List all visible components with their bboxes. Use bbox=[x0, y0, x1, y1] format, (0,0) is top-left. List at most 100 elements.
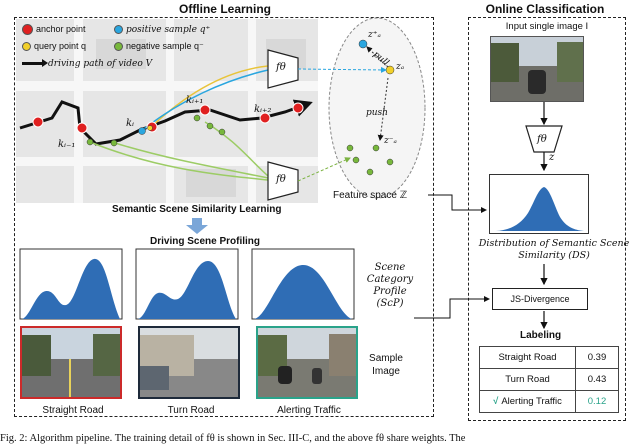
labeling-table: Straight Road 0.39 Turn Road 0.43 √Alert… bbox=[479, 346, 619, 413]
input-image-label: Input single image I bbox=[505, 21, 589, 32]
figure-caption: Fig. 2: Algorithm pipeline. The training… bbox=[0, 433, 466, 444]
z-label: z bbox=[549, 152, 555, 163]
sample-image-alerting bbox=[256, 326, 358, 399]
legend: anchor point positive sample q⁺ query po… bbox=[22, 24, 222, 84]
label-name-alerting: √Alerting Traffic bbox=[479, 390, 576, 413]
anchor-point bbox=[292, 102, 304, 114]
row-name: Alerting Traffic bbox=[501, 396, 562, 407]
encoder-top-label: fθ bbox=[276, 62, 286, 73]
legend-path-label: driving path of video V bbox=[48, 59, 153, 69]
encoder-bottom-output-line bbox=[297, 157, 351, 182]
table-row: Straight Road 0.39 bbox=[479, 346, 619, 369]
feature-space-to-ds-arrow bbox=[428, 194, 487, 213]
js-divergence-box: JS-Divergence bbox=[492, 288, 588, 310]
negative-sample-point bbox=[206, 122, 214, 130]
pull-arrow bbox=[366, 46, 389, 68]
row-name: Turn Road bbox=[505, 374, 550, 385]
legend-anchor-label: anchor point bbox=[36, 24, 86, 34]
category-label-alerting: Alerting Traffic bbox=[277, 405, 341, 416]
input-image bbox=[490, 36, 584, 102]
negative-sample-point bbox=[86, 138, 94, 146]
positive-sample-icon bbox=[114, 25, 123, 35]
offline-panel bbox=[14, 17, 434, 417]
profile-label: Scene Category Profile (ScP) bbox=[366, 262, 414, 309]
sample-image-label: Sample Image bbox=[369, 353, 403, 377]
negative-sample-point bbox=[193, 114, 201, 122]
legend-query: query point q bbox=[22, 41, 87, 52]
arrow-right-icon bbox=[22, 59, 48, 68]
negative-to-encoder-line-2 bbox=[204, 121, 269, 177]
table-row: √Alerting Traffic 0.12 bbox=[479, 390, 619, 413]
profiling-title: Driving Scene Profiling bbox=[150, 236, 261, 247]
encoder-bottom-label: fθ bbox=[276, 174, 286, 185]
profile-curve-alerting bbox=[254, 264, 352, 319]
negative-embedding-point bbox=[386, 158, 394, 166]
push-label: push bbox=[366, 108, 388, 118]
positive-embedding-point bbox=[358, 39, 368, 49]
legend-anchor: anchor point bbox=[22, 24, 86, 36]
node-label-k-next: kᵢ₊₁ bbox=[186, 95, 204, 106]
negative-embedding-point bbox=[346, 144, 354, 152]
encoder-bottom bbox=[267, 161, 299, 201]
online-encoder bbox=[525, 125, 563, 153]
node-label-k-prev: kᵢ₋₁ bbox=[58, 139, 76, 150]
profile-distributions bbox=[19, 248, 355, 320]
legend-negative-label: negative sample q⁻ bbox=[126, 41, 204, 51]
negative-embedding-point bbox=[372, 144, 380, 152]
profile-to-js-arrow bbox=[414, 296, 490, 319]
zq-plus-label: z⁺ₐ bbox=[368, 30, 381, 40]
profile-curve-straight bbox=[22, 258, 120, 319]
push-arrow bbox=[377, 77, 389, 141]
online-panel bbox=[468, 17, 626, 421]
ds-histogram bbox=[496, 187, 584, 231]
online-title: Online Classification bbox=[485, 2, 605, 16]
negative-to-encoder-line-1 bbox=[89, 141, 269, 181]
positive-sample-point bbox=[138, 127, 146, 135]
online-encoder-label: fθ bbox=[537, 134, 547, 145]
zq-minus-label: z⁻ₐ bbox=[384, 136, 397, 146]
profile-curve-turn bbox=[138, 261, 236, 319]
negative-sample-point bbox=[110, 139, 118, 147]
negative-embedding-point bbox=[352, 156, 360, 164]
feature-space-label: Feature space ℤ bbox=[333, 190, 408, 201]
query-point bbox=[147, 125, 153, 131]
row-name: Straight Road bbox=[498, 352, 557, 363]
legend-path: driving path of video V bbox=[22, 58, 152, 69]
offline-title: Offline Learning bbox=[178, 2, 271, 16]
legend-positive-label: positive sample q⁺ bbox=[126, 25, 211, 35]
legend-negative: negative sample q⁻ bbox=[114, 41, 204, 52]
category-label-straight: Straight Road bbox=[42, 405, 104, 416]
legend-query-label: query point q bbox=[34, 41, 87, 51]
checkmark-icon: √ bbox=[493, 396, 499, 407]
anchor-point bbox=[199, 104, 211, 116]
label-score-alerting: 0.12 bbox=[575, 390, 619, 413]
online-flow bbox=[525, 102, 563, 330]
ds-distribution-box bbox=[489, 174, 589, 234]
query-point-icon bbox=[22, 42, 31, 52]
anchor-point-icon bbox=[22, 24, 33, 36]
sample-image-turn bbox=[138, 326, 240, 399]
node-label-k-i: kᵢ bbox=[126, 118, 135, 129]
negative-sample-icon bbox=[114, 42, 123, 52]
learning-diagram bbox=[19, 17, 426, 201]
encoder-top bbox=[267, 49, 299, 89]
negative-to-encoder-line-3 bbox=[114, 142, 269, 179]
category-label-turn: Turn Road bbox=[167, 405, 215, 416]
labeling-title: Labeling bbox=[520, 330, 562, 341]
semantic-learning-title: Semantic Scene Similarity Learning bbox=[112, 204, 282, 215]
negative-sample-point bbox=[218, 128, 226, 136]
node-label-k-next2: kᵢ₊₂ bbox=[254, 104, 272, 115]
anchor-point bbox=[259, 112, 271, 124]
down-arrow-icon bbox=[186, 218, 208, 234]
zq-label: zₐ bbox=[396, 62, 405, 72]
positive-to-encoder-line bbox=[139, 69, 269, 133]
anchor-point bbox=[76, 122, 88, 134]
legend-positive: positive sample q⁺ bbox=[114, 24, 210, 35]
ds-label: Distribution of Semantic Scene Similarit… bbox=[478, 238, 630, 261]
feature-space-ellipse bbox=[328, 17, 426, 199]
anchor-to-encoder-line bbox=[149, 65, 269, 129]
anchor-point bbox=[32, 116, 44, 128]
negative-embedding-point bbox=[366, 168, 374, 176]
sample-image-straight bbox=[20, 326, 122, 399]
